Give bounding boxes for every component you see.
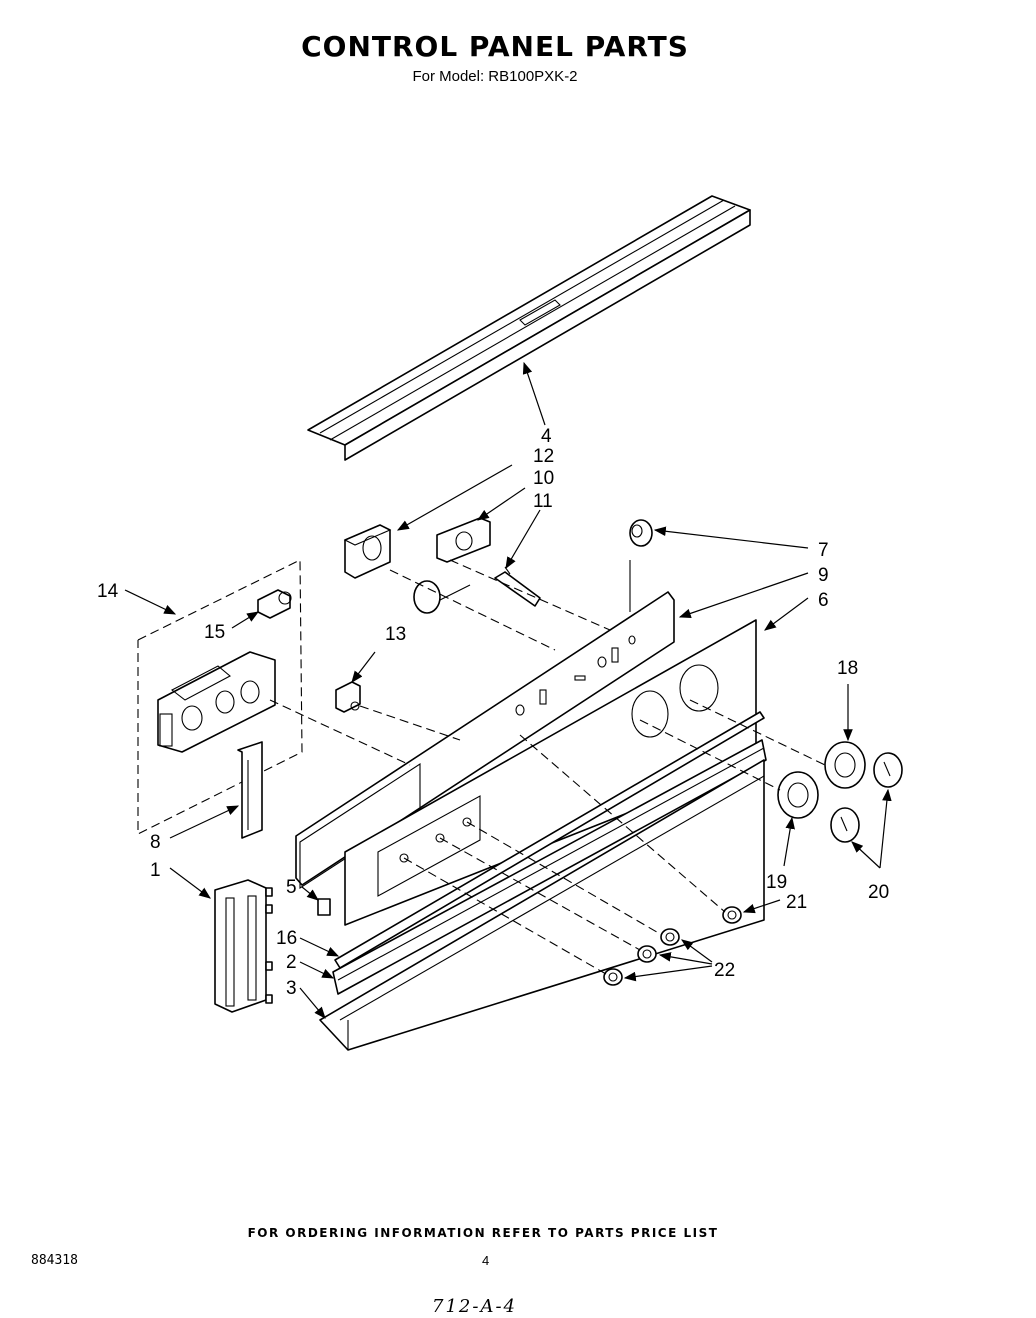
callout-20: 20 xyxy=(868,882,889,903)
callout-4: 4 xyxy=(541,426,552,447)
part-13-clip xyxy=(335,681,361,713)
callout-13: 13 xyxy=(385,624,406,645)
document-number: 884318 xyxy=(31,1253,78,1268)
part-21-nut xyxy=(722,906,742,924)
part-8-bracket xyxy=(237,741,263,839)
part-18-bezel xyxy=(824,741,866,789)
callout-8: 8 xyxy=(150,832,161,853)
callout-15: 15 xyxy=(204,622,225,643)
part-22-nut-c xyxy=(603,968,623,986)
model-subtitle: For Model: RB100PXK-2 xyxy=(412,68,578,85)
part-2-trim xyxy=(332,739,767,995)
part-12-component xyxy=(343,524,392,579)
part-20-knob-a xyxy=(873,752,903,788)
part-19-bezel xyxy=(777,771,819,819)
callout-7: 7 xyxy=(818,540,829,561)
callout-5: 5 xyxy=(286,877,297,898)
part-22-nut-b xyxy=(637,945,657,963)
callout-2: 2 xyxy=(286,952,297,973)
part-14-assembly xyxy=(137,559,303,835)
part-4-top-trim xyxy=(307,195,751,461)
part-11-lamp xyxy=(413,566,541,614)
part-16-strip xyxy=(334,711,765,969)
callout-1: 1 xyxy=(150,860,161,881)
callout-18: 18 xyxy=(837,658,858,679)
part-22-nut-a xyxy=(660,928,680,946)
callout-10: 10 xyxy=(533,468,554,489)
page-title: CONTROL PANEL PARTS xyxy=(301,30,689,63)
part-5-clip xyxy=(317,898,331,916)
callout-11: 11 xyxy=(533,491,553,512)
part-7-knob-insert xyxy=(629,519,653,547)
part-10-component xyxy=(436,517,491,563)
callout-19: 19 xyxy=(766,872,787,893)
part-20-knob-b xyxy=(830,807,860,843)
ordering-note: FOR ORDERING INFORMATION REFER TO PARTS … xyxy=(247,1226,719,1240)
callout-14: 14 xyxy=(97,581,119,602)
callout-21: 21 xyxy=(786,892,807,913)
page-number: 4 xyxy=(482,1253,490,1268)
callout-22: 22 xyxy=(714,960,735,981)
callout-6: 6 xyxy=(818,590,829,611)
callout-9: 9 xyxy=(818,565,829,586)
assembly-guide-lines xyxy=(269,559,826,975)
part-15-switch xyxy=(257,589,292,619)
part-1-switch-block xyxy=(214,879,273,1013)
leader-arrows xyxy=(124,361,892,1019)
handwritten-note: 712-A-4 xyxy=(432,1296,517,1317)
part-3-bottom-trim xyxy=(319,759,765,1051)
callout-3: 3 xyxy=(286,978,297,999)
callout-12: 12 xyxy=(533,446,554,467)
callout-16: 16 xyxy=(276,928,297,949)
part-9-console-bracket xyxy=(295,560,675,890)
